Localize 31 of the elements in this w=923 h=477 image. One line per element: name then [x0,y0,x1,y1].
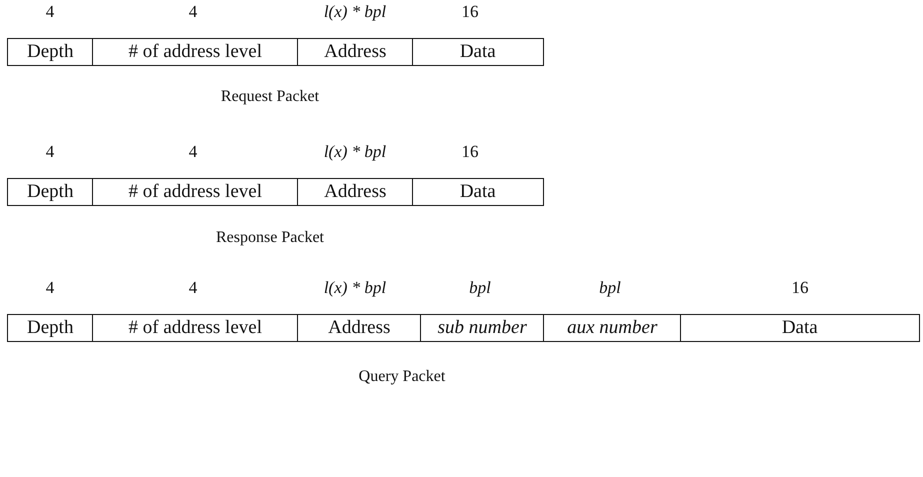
field-width-label: l(x) * bpl [324,142,386,162]
packet-field: # of address level [92,178,298,206]
field-width-label: 4 [46,142,54,162]
field-width-label: 16 [462,142,478,162]
packet-field: aux number [543,314,682,342]
packet-caption: Response Packet [216,229,324,247]
field-width-label: 16 [462,2,478,22]
field-width-label: 4 [46,2,54,22]
field-width-label: l(x) * bpl [324,2,386,22]
packet-field: Data [412,178,544,206]
packet-field: Address [297,314,422,342]
field-width-label: l(x) * bpl [324,278,386,298]
packet-field: Data [412,38,544,66]
field-width-label: bpl [599,278,621,298]
packet-field: Address [297,38,414,66]
field-width-label: 4 [188,142,198,162]
packet-field: Data [680,314,920,342]
packet-field: # of address level [92,38,298,66]
packet-caption: Query Packet [358,368,446,386]
packet-field: # of address level [92,314,298,342]
field-width-label: 4 [188,2,198,22]
packet-field: sub number [420,314,544,342]
packet-field: Depth [7,178,94,206]
packet-field: Depth [7,38,94,66]
field-width-label: 4 [188,278,198,298]
packet-caption: Request Packet [220,88,320,106]
field-width-label: 16 [792,278,808,298]
field-width-label: 4 [46,278,54,298]
packet-field: Address [297,178,414,206]
field-width-label: bpl [469,278,491,298]
packet-field: Depth [7,314,94,342]
